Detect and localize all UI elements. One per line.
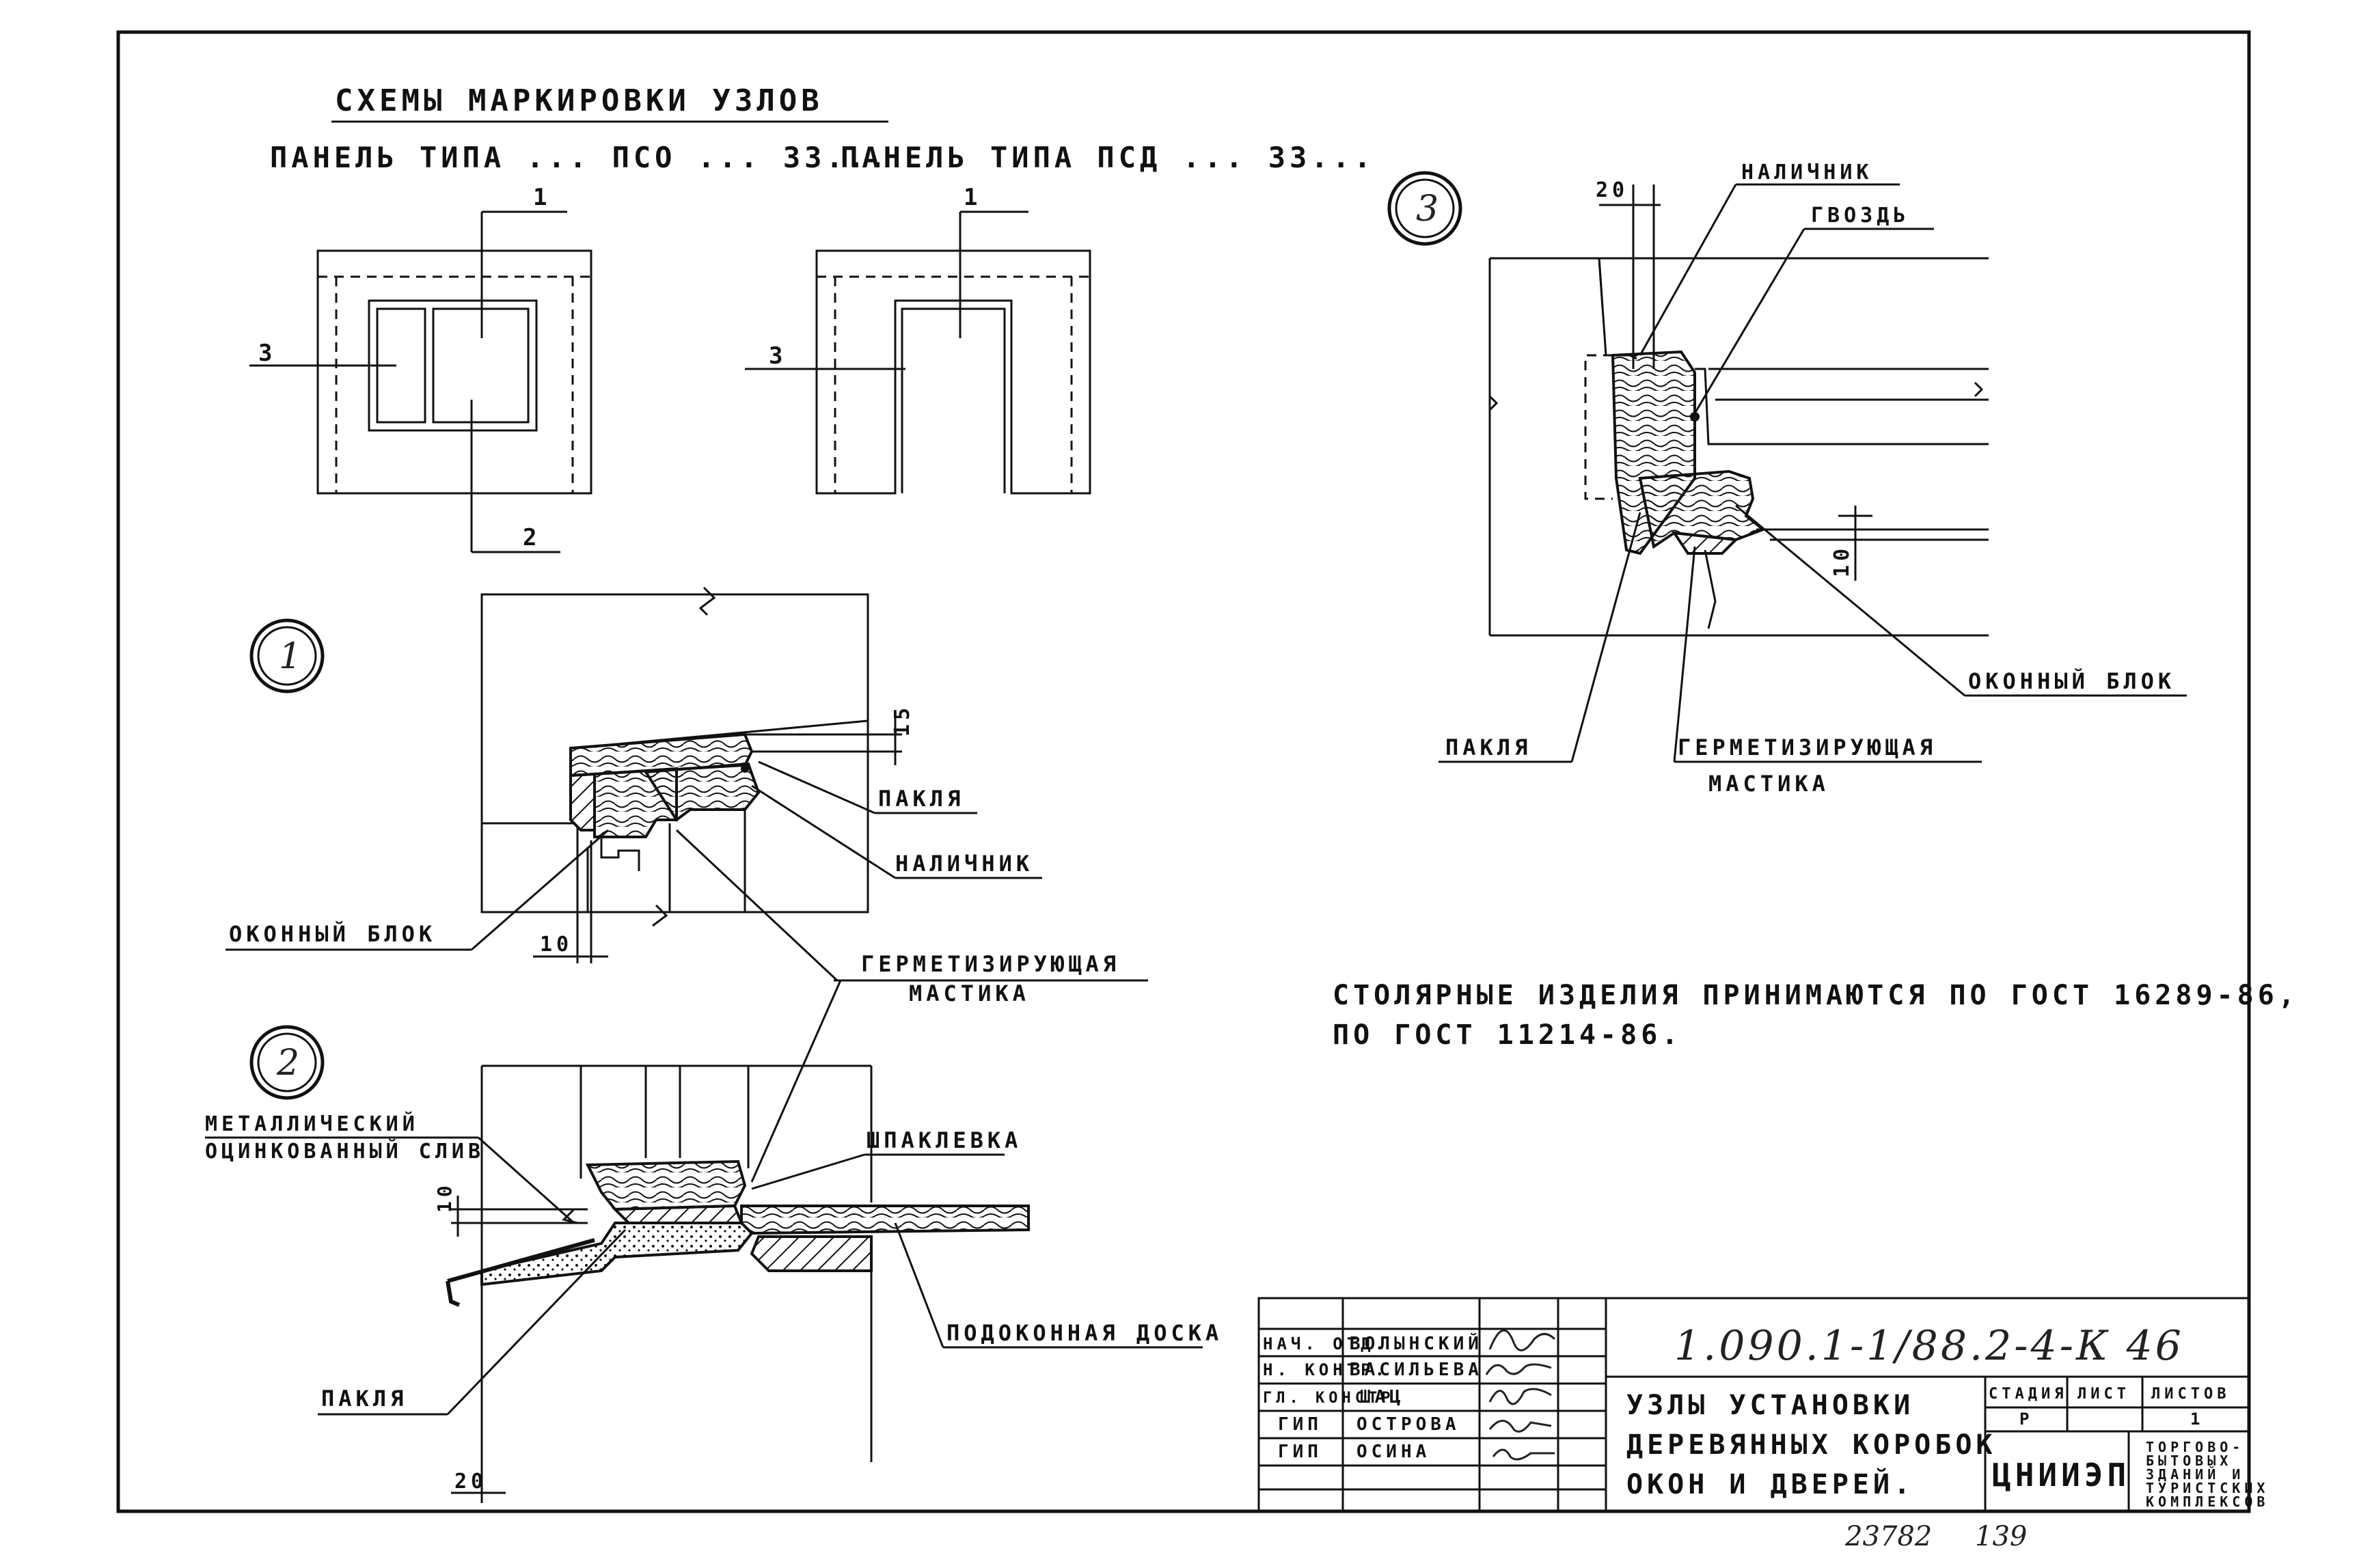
node-3-gvozd-label: ГВОЗДЬ <box>1811 204 1909 228</box>
node-3-sealant-line2: МАСТИКА <box>1708 771 1829 797</box>
panel-a-node-1: 1 <box>533 184 551 211</box>
panel-b-node-1: 1 <box>964 184 981 211</box>
node-2-metal-drip-line2: ОЦИНКОВАННЫЙ СЛИВ <box>205 1139 485 1164</box>
panel-b-node-3: 3 <box>769 342 787 370</box>
marking-title: СХЕМЫ МАРКИРОВКИ УЗЛОВ <box>335 83 823 118</box>
tb-role-1: НАЧ. ОТД. <box>1263 1334 1389 1353</box>
sealant-label-line1: ГЕРМЕТИЗИРУЮЩАЯ <box>861 951 1120 977</box>
tb-org-name: ЦНИИЭП <box>1992 1457 2130 1494</box>
panel-b-scheme <box>745 210 1091 495</box>
tb-name-1: ВОЛЫНСКИЙ <box>1350 1332 1483 1354</box>
tb-title-line1: УЗЛЫ УСТАНОВКИ <box>1626 1390 1914 1421</box>
sheet-frame <box>116 30 2251 1513</box>
footer-number-1: 23782 <box>1844 1521 1932 1552</box>
node-2-badge-number: 2 <box>276 1043 299 1084</box>
tb-document-code: 1.090.1-1/88.2-4-К 46 <box>1674 1322 2184 1370</box>
node-3-detail: 3 20 НАЛИЧНИК ГВОЗДЬ 10 <box>1387 161 2187 797</box>
tb-org-sub-5: КОМПЛЕКСОВ <box>2146 1494 2269 1510</box>
node-3-nalichnik-label: НАЛИЧНИК <box>1741 161 1873 184</box>
node-1-pakla-label: ПАКЛЯ <box>878 786 964 812</box>
panel-b-title: ПАНЕЛЬ ТИПА ПСД ... 33... <box>841 141 1375 174</box>
tb-title-line2: ДЕРЕВЯННЫХ КОРОБОК <box>1626 1429 1996 1461</box>
node-2-podokonnaya-label: ПОДОКОННАЯ ДОСКА <box>946 1320 1223 1346</box>
tb-sheet-header: ЛИСТ <box>2077 1386 2130 1403</box>
node-3-dim-20: 20 <box>1596 178 1628 202</box>
tb-name-2: ВАСИЛЬЕВА <box>1350 1360 1483 1380</box>
tb-stage-value: Р <box>2019 1409 2033 1429</box>
node-2-pakla-label: ПАКЛЯ <box>321 1386 407 1412</box>
marking-schemes: СХЕМЫ МАРКИРОВКИ УЗЛОВ ПАНЕЛЬ ТИПА ... П… <box>249 83 1375 553</box>
node-2-shpaklevka-label: ШПАКЛЕВКА <box>867 1127 1022 1153</box>
node-3-badge-number: 3 <box>1416 189 1439 230</box>
node-2-dim-20: 20 <box>454 1470 487 1494</box>
node-3-pakla-label: ПАКЛЯ <box>1445 734 1531 760</box>
footer-number-2: 139 <box>1975 1521 2027 1552</box>
tb-org-sub-3: ЗДАНИЙ И <box>2146 1466 2244 1483</box>
sealant-label-line2: МАСТИКА <box>909 980 1030 1006</box>
tb-role-3: ГЛ. КОНСТР. <box>1263 1390 1408 1407</box>
tb-org-sub-4: ТУРИСТСКИХ <box>2146 1480 2269 1496</box>
tb-title-line3: ОКОН И ДВЕРЕЙ. <box>1626 1468 1914 1500</box>
panel-a-node-2: 2 <box>523 524 541 551</box>
tb-name-5: ОСИНА <box>1357 1442 1430 1462</box>
node-1-badge <box>249 618 325 693</box>
tb-role-4: ГИП <box>1278 1414 1322 1435</box>
general-note: СТОЛЯРНЫЕ ИЗДЕЛИЯ ПРИНИМАЮТСЯ ПО ГОСТ 16… <box>1333 980 2299 1051</box>
tb-org-sub-1: ТОРГОВО- <box>2146 1439 2244 1455</box>
tb-name-3: ШАЦ <box>1360 1387 1404 1407</box>
node-1-okonny-blok-label: ОКОННЫЙ БЛОК <box>229 921 436 947</box>
node-2-detail: 2 МЕТАЛЛИЧЕСКИЙ ОЦИНКОВАННЫЙ СЛИВ 10 ШПА… <box>205 1025 1223 1503</box>
node-1-dim-15: 15 <box>890 704 914 737</box>
note-line1: СТОЛЯРНЫЕ ИЗДЕЛИЯ ПРИНИМАЮТСЯ ПО ГОСТ 16… <box>1333 980 2299 1011</box>
tb-role-2: Н. КОНТР. <box>1263 1360 1389 1379</box>
panel-a-title: ПАНЕЛЬ ТИПА ... ПСО ... 33... <box>270 141 890 174</box>
panel-a-scheme <box>249 210 592 553</box>
tb-stage-header: СТАДИЯ <box>1989 1386 2067 1403</box>
node-3-okonny-blok-label: ОКОННЫЙ БЛОК <box>1968 668 2175 694</box>
tb-signatures <box>1485 1329 1556 1461</box>
node-2-badge <box>249 1025 325 1100</box>
node-2-dim-10: 10 <box>433 1181 456 1213</box>
node-2-metal-drip-line1: МЕТАЛЛИЧЕСКИЙ <box>205 1112 419 1136</box>
tb-role-5: ГИП <box>1278 1442 1322 1462</box>
tb-org-sub-2: БЫТОВЫХ <box>2146 1453 2232 1469</box>
node-3-sealant-line1: ГЕРМЕТИЗИРУЮЩАЯ <box>1678 734 1937 760</box>
sealant-callout: ГЕРМЕТИЗИРУЮЩАЯ МАСТИКА <box>675 829 1148 1183</box>
node-3-badge <box>1387 171 1462 246</box>
tb-sheets-header: ЛИСТОВ <box>2151 1386 2230 1403</box>
title-block: НАЧ. ОТД. Н. КОНТР. ГЛ. КОНСТР. ГИП ГИП … <box>1257 1297 2269 1513</box>
tb-sheets-value: 1 <box>2190 1409 2204 1429</box>
node-3-dim-10: 10 <box>1830 545 1854 577</box>
panel-a-node-3: 3 <box>258 340 276 367</box>
node-1-dim-10: 10 <box>540 933 573 957</box>
node-1-detail: 1 15 ПАКЛЯ НАЛИЧНИК ОКОННЫЙ БЛОК 10 <box>226 586 1042 963</box>
node-1-badge-number: 1 <box>279 636 301 677</box>
node-1-nalichnik-label: НАЛИЧНИК <box>895 851 1033 877</box>
note-line2: ПО ГОСТ 11214-86. <box>1333 1019 1682 1051</box>
tb-name-4: ОСТРОВА <box>1357 1414 1460 1435</box>
